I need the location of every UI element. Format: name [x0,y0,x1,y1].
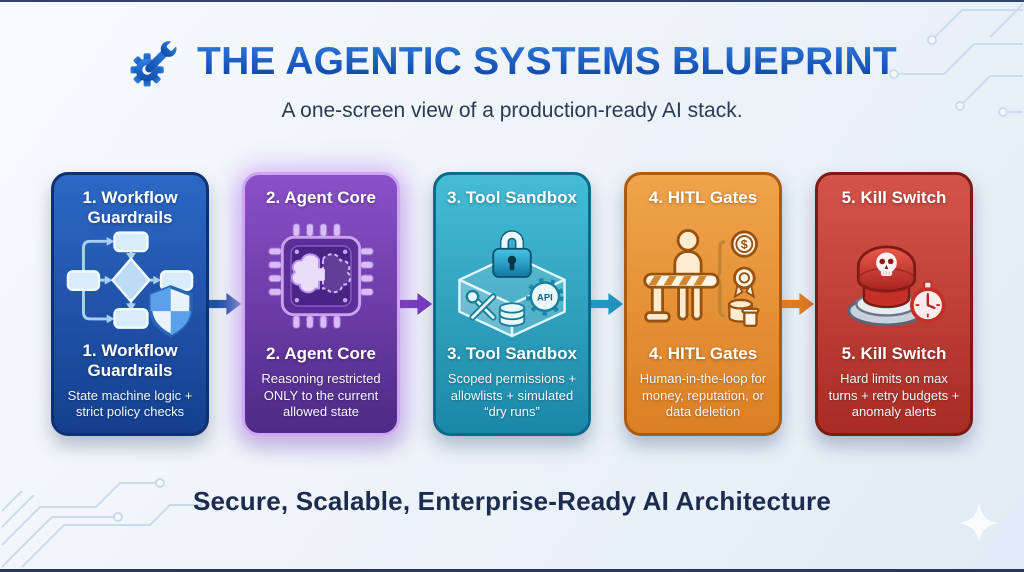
flow-arrow-3-4 [591,172,624,436]
card-title: 3. Tool Sandbox [446,188,578,207]
card-repeat-title: 3. Tool Sandbox [446,344,578,364]
card-repeat-title: 1. Workflow Guardrails [82,340,178,380]
gear-wrench-icon [130,39,179,87]
human-gate-icon: $ [635,208,771,344]
card-description: Scoped permissions + allowlists + simula… [447,371,577,420]
card-title: 4. HITL Gates [648,188,758,207]
api-badge: API [537,291,553,302]
page-subtitle: A one-screen view of a production-ready … [281,99,743,122]
chip-brain-icon [253,208,389,344]
dollar-coin-symbol: $ [741,238,748,252]
card-repeat-title: 5. Kill Switch [841,344,947,364]
card-description: Human-in-the-loop for money, reputation,… [639,371,767,420]
card-tool-sandbox: 3. Tool Sandbox [433,172,591,436]
top-edge-line [0,0,1024,2]
header: THE AGENTIC SYSTEMS BLUEPRINT A one-scre… [0,34,1024,123]
card-repeat-title: 2. Agent Core [266,344,376,364]
flowchart-shield-icon [62,228,198,341]
footer: Secure, Scalable, Enterprise-Ready AI Ar… [0,486,1024,517]
sandbox-lock-icon: API [444,208,580,344]
card-description: Reasoning restricted ONLY to the current… [261,371,381,420]
card-repeat-title: 4. HITL Gates [648,344,758,364]
card-title: 2. Agent Core [266,188,376,207]
tagline: Secure, Scalable, Enterprise-Ready AI Ar… [192,486,832,516]
card-kill-switch: 5. Kill Switch [815,172,973,436]
card-description: State machine logic + strict policy chec… [67,387,193,420]
card-workflow-guardrails: 1. Workflow Guardrails [51,172,209,436]
sparkle-icon [959,503,999,543]
page-title: THE AGENTIC SYSTEMS BLUEPRINT [197,40,897,83]
card-description: Hard limits on max turns + retry budgets… [828,371,960,420]
kill-button-icon [826,208,962,344]
bottom-edge-line [0,569,1024,572]
pipeline-cards-row: 1. Workflow Guardrails [0,172,1024,436]
flow-arrow-2-3 [400,172,433,436]
card-hitl-gates: 4. HITL Gates [624,172,782,436]
card-title: 1. Workflow Guardrails [82,188,178,228]
flow-arrow-4-5 [782,172,815,436]
card-agent-core: 2. Agent Core [242,172,400,436]
card-title: 5. Kill Switch [841,188,947,207]
flow-arrow-1-2 [209,172,242,436]
